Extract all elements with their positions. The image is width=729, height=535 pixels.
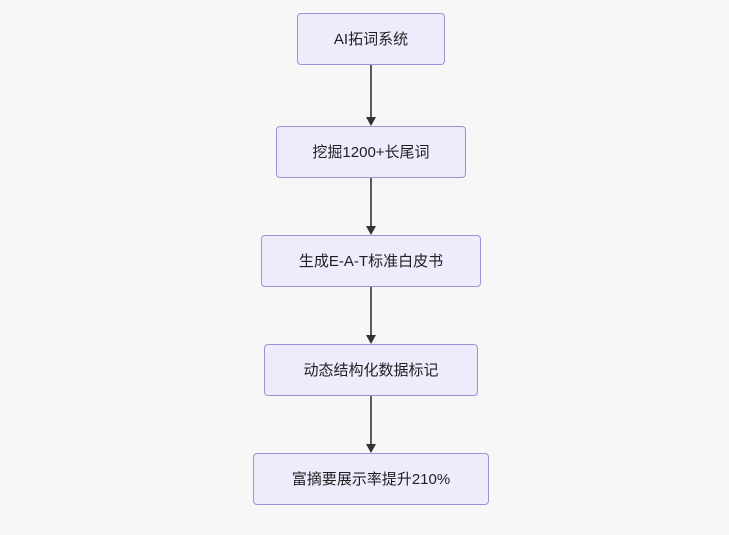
flow-node-label: 生成E-A-T标准白皮书 (298, 252, 444, 270)
arrowhead-icon (366, 335, 376, 344)
flow-node-n3[interactable]: 生成E-A-T标准白皮书 (261, 235, 481, 287)
flow-edge-n4-to-n5 (366, 396, 376, 453)
flow-node-label: 动态结构化数据标记 (303, 361, 439, 379)
flow-edge-n1-to-n2 (366, 65, 376, 126)
flow-edge-n2-to-n3 (366, 178, 376, 235)
flow-node-label: AI拓词系统 (333, 30, 409, 48)
flow-node-n5[interactable]: 富摘要展示率提升210% (253, 453, 489, 505)
flow-node-label: 富摘要展示率提升210% (291, 470, 451, 488)
flow-edge-n3-to-n4 (366, 287, 376, 344)
flow-node-n1[interactable]: AI拓词系统 (297, 13, 445, 65)
flow-node-n2[interactable]: 挖掘1200+长尾词 (276, 126, 466, 178)
flow-node-label: 挖掘1200+长尾词 (312, 143, 430, 161)
arrowhead-icon (366, 117, 376, 126)
arrowhead-icon (366, 226, 376, 235)
arrowhead-icon (366, 444, 376, 453)
flow-node-n4[interactable]: 动态结构化数据标记 (264, 344, 478, 396)
